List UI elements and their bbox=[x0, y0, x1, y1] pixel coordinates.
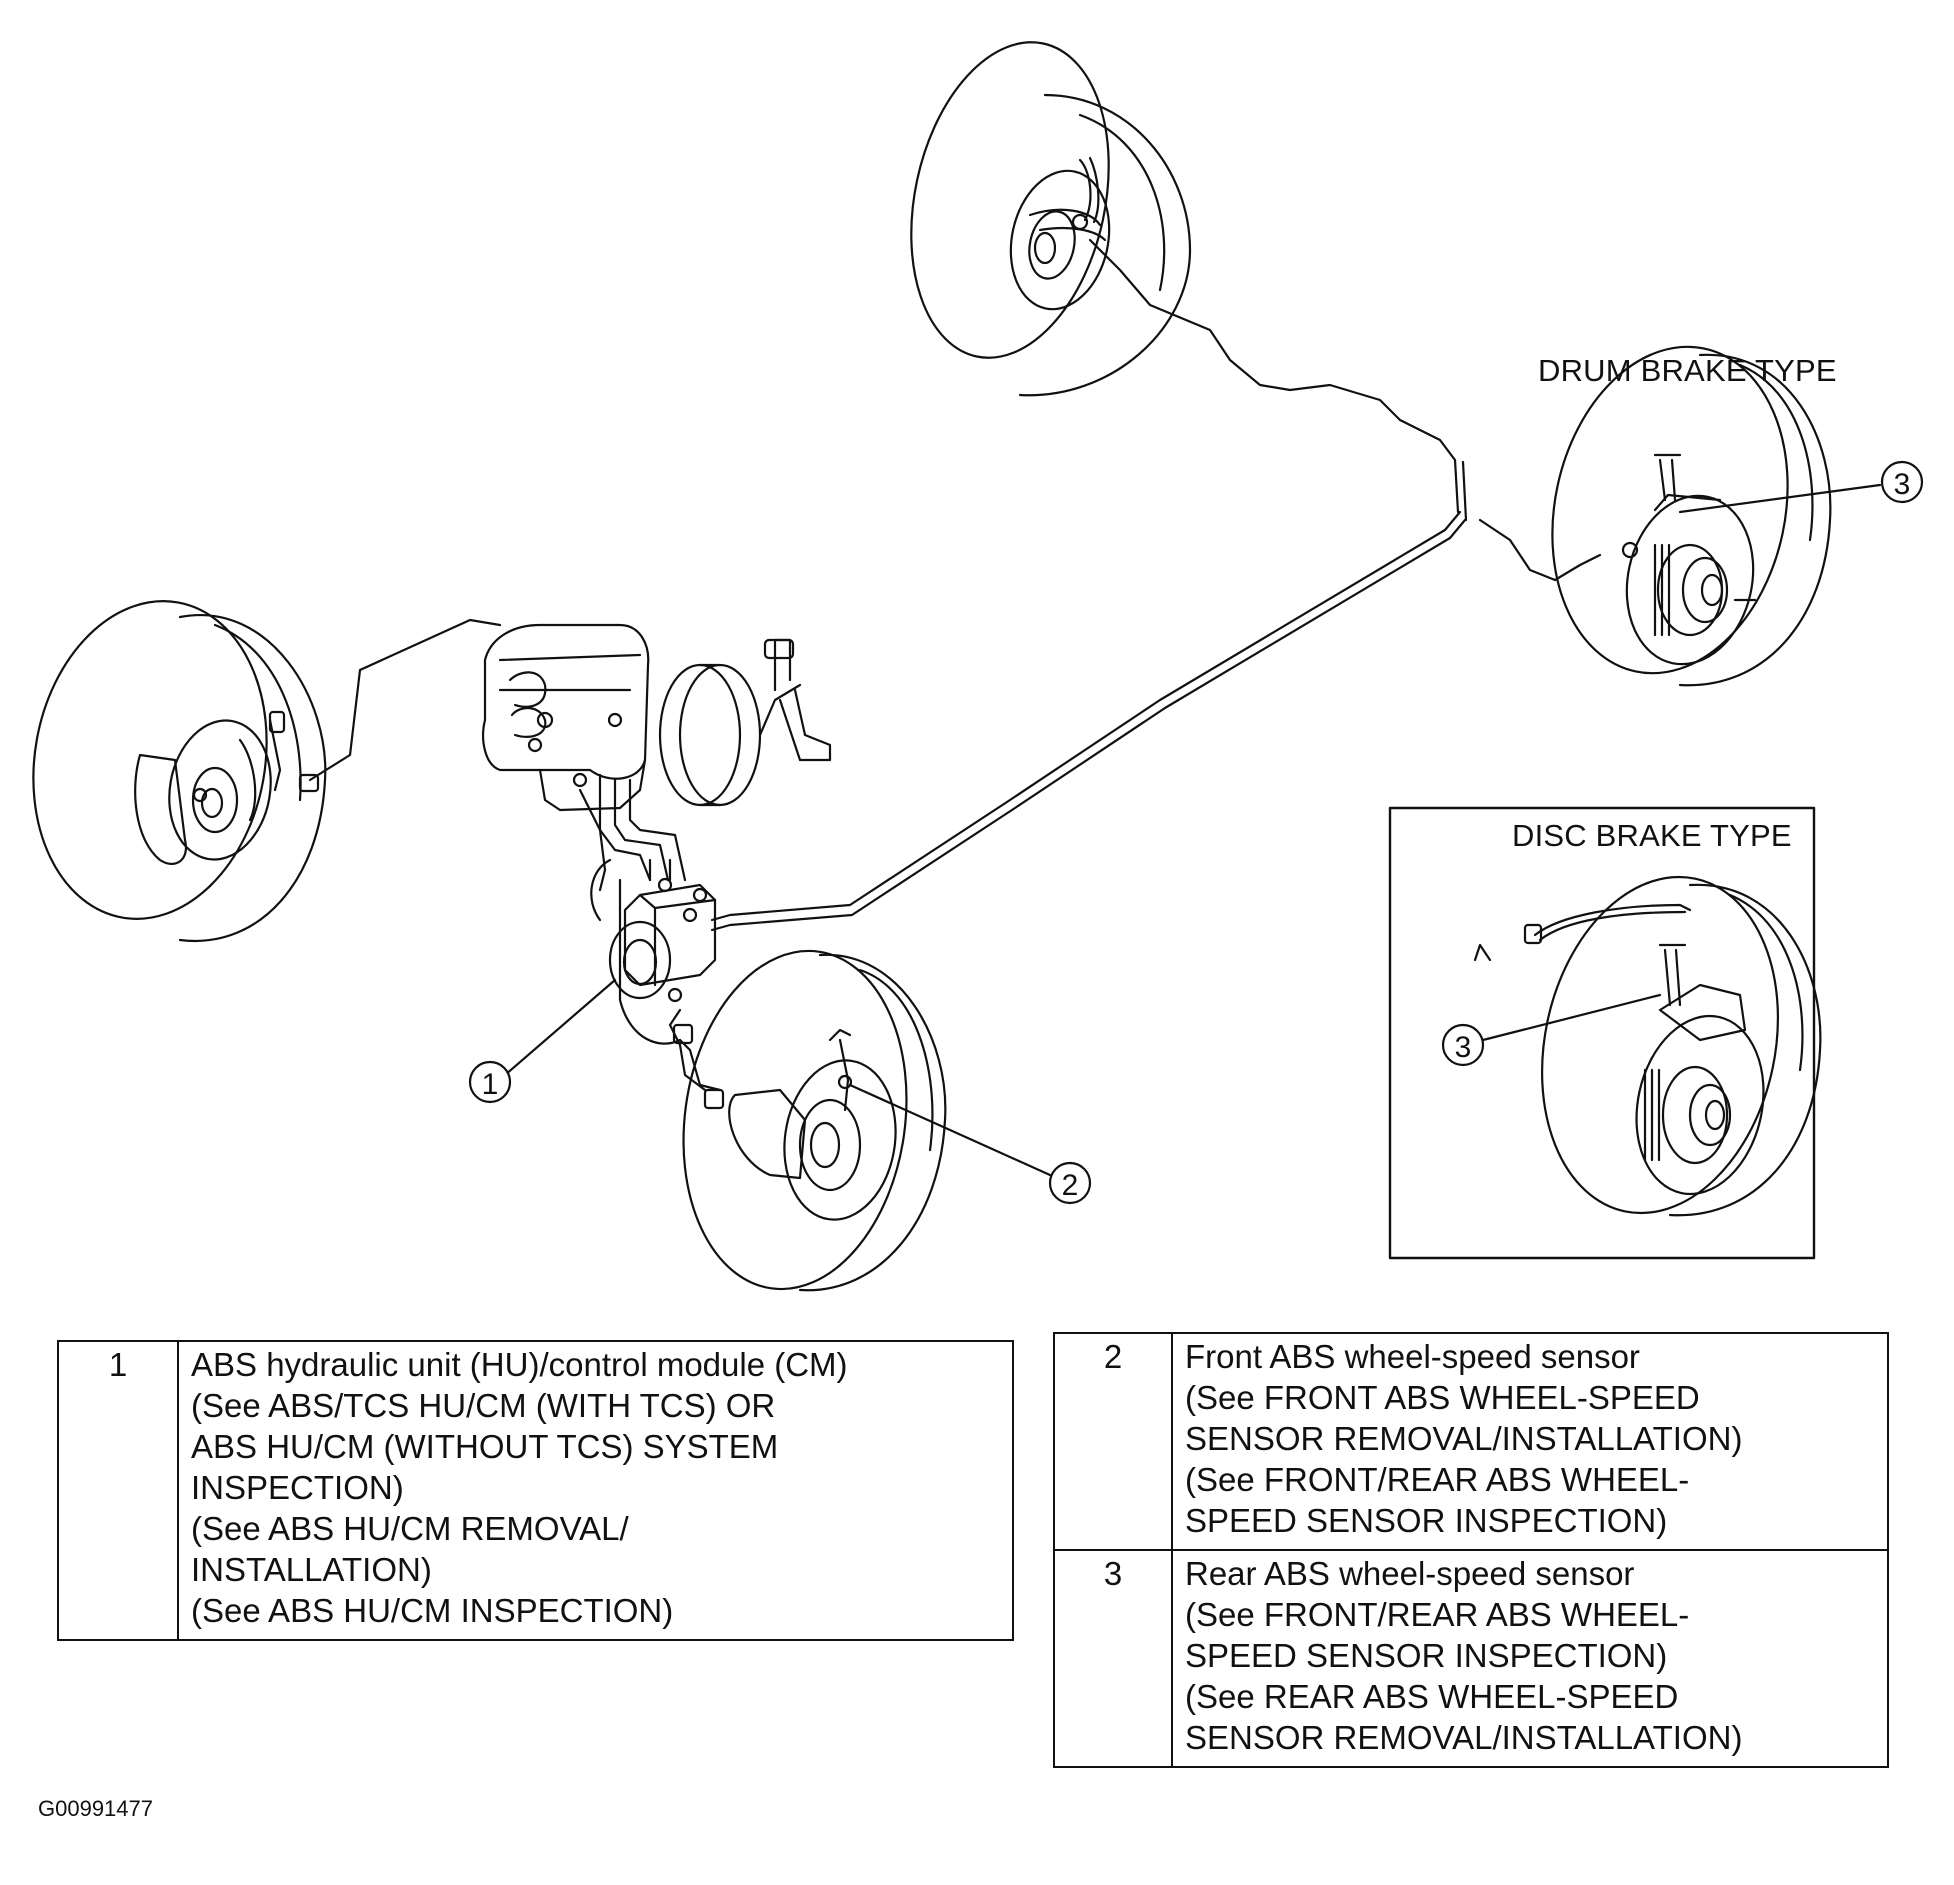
legend-line: SENSOR REMOVAL/INSTALLATION) bbox=[1185, 1719, 1743, 1756]
legend-line: (See ABS HU/CM INSPECTION) bbox=[191, 1592, 674, 1629]
brake-line-left-front bbox=[308, 618, 502, 782]
legend-line: SPEED SENSOR INSPECTION) bbox=[1185, 1637, 1668, 1674]
front-wheel-left bbox=[32, 600, 327, 943]
callout-3-drum: 3 bbox=[1678, 460, 1924, 514]
legend-line: ABS hydraulic unit (HU)/control module (… bbox=[191, 1346, 848, 1383]
legend-line: ABS HU/CM (WITHOUT TCS) SYSTEM bbox=[191, 1428, 779, 1465]
legend-row-2: 2 Front ABS wheel-speed sensor (See FRON… bbox=[1053, 1332, 1889, 1551]
rear-wheel-top bbox=[910, 41, 1192, 397]
legend-line: SENSOR REMOVAL/INSTALLATION) bbox=[1185, 1420, 1743, 1457]
figure-id: G00991477 bbox=[38, 1796, 153, 1821]
callout-3-disc-number: 3 bbox=[1455, 1031, 1472, 1064]
callout-3-disc: 3 bbox=[1441, 993, 1662, 1067]
legend-number-2: 2 bbox=[1053, 1332, 1173, 1551]
front-wheel-right bbox=[672, 949, 947, 1292]
legend-line: (See REAR ABS WHEEL-SPEED bbox=[1185, 1678, 1679, 1715]
legend-number-1: 1 bbox=[57, 1340, 179, 1641]
callout-1: 1 bbox=[468, 978, 617, 1104]
legend-line: (See FRONT/REAR ABS WHEEL- bbox=[1185, 1596, 1690, 1633]
brake-lines-mc-to-hu bbox=[578, 773, 687, 892]
legend-row-3: 3 Rear ABS wheel-speed sensor (See FRONT… bbox=[1053, 1549, 1889, 1768]
legend-line: INSPECTION) bbox=[191, 1469, 404, 1506]
sensor-harness-drum bbox=[1478, 518, 1602, 582]
left-front-connector bbox=[298, 773, 320, 793]
disc-brake-type-label: DISC BRAKE TYPE bbox=[1512, 818, 1792, 853]
legend-line: (See ABS HU/CM REMOVAL/ bbox=[191, 1510, 629, 1547]
legend-line: INSTALLATION) bbox=[191, 1551, 432, 1588]
brake-line-to-rear bbox=[710, 238, 1468, 932]
callout-1-number: 1 bbox=[482, 1068, 499, 1101]
brake-line-right-front bbox=[668, 1008, 707, 1092]
legend-line: (See FRONT ABS WHEEL-SPEED bbox=[1185, 1379, 1700, 1416]
legend-number-3: 3 bbox=[1053, 1549, 1173, 1768]
drum-brake-type-label: DRUM BRAKE TYPE bbox=[1538, 353, 1837, 388]
legend-table-right: 2 Front ABS wheel-speed sensor (See FRON… bbox=[1053, 1332, 1889, 1768]
abs-hydraulic-unit bbox=[590, 858, 717, 1045]
legend-table-left: 1 ABS hydraulic unit (HU)/control module… bbox=[57, 1340, 1014, 1641]
brake-booster-master-cylinder bbox=[482, 623, 832, 812]
legend-line: Rear ABS wheel-speed sensor bbox=[1185, 1555, 1635, 1592]
legend-line: (See FRONT/REAR ABS WHEEL- bbox=[1185, 1461, 1690, 1498]
legend-description-2: Front ABS wheel-speed sensor (See FRONT … bbox=[1171, 1332, 1889, 1551]
callout-2-number: 2 bbox=[1062, 1169, 1079, 1202]
callout-2: 2 bbox=[848, 1083, 1092, 1205]
drum-brake-wheel bbox=[1551, 345, 1832, 687]
legend-line: Front ABS wheel-speed sensor bbox=[1185, 1338, 1640, 1375]
legend-description-1: ABS hydraulic unit (HU)/control module (… bbox=[177, 1340, 1014, 1641]
legend-row-1: 1 ABS hydraulic unit (HU)/control module… bbox=[57, 1340, 1014, 1641]
legend-line: (See ABS/TCS HU/CM (WITH TCS) OR bbox=[191, 1387, 776, 1424]
legend-description-3: Rear ABS wheel-speed sensor (See FRONT/R… bbox=[1171, 1549, 1889, 1768]
callout-3-drum-number: 3 bbox=[1894, 468, 1911, 501]
legend-line: SPEED SENSOR INSPECTION) bbox=[1185, 1502, 1668, 1539]
